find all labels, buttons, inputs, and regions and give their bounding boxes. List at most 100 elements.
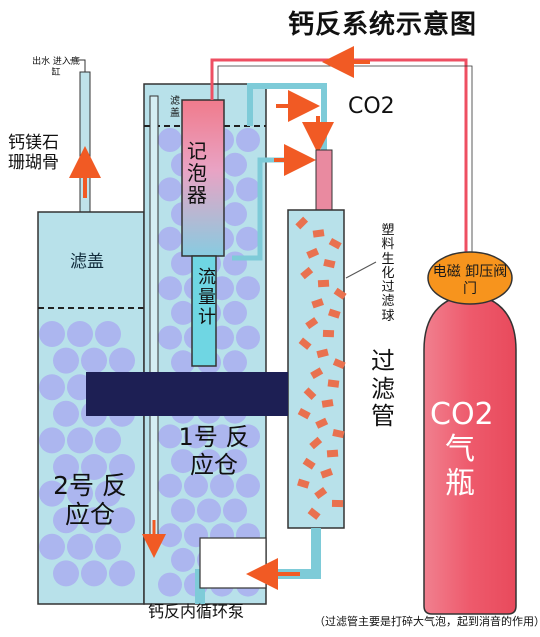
flow-meter-label: 流量计 [198,267,216,328]
media-ball [158,325,182,350]
media-ball [53,560,79,587]
filter-chip [327,379,340,388]
media-ball [95,533,121,560]
solenoid-valve-label: 电磁 卸压阀门 [432,264,508,297]
filter-chip [315,417,329,429]
media-ball [171,251,195,276]
media-ball [171,300,195,325]
media-ball [67,427,93,454]
filter-chip [332,429,345,439]
footnote: （过滤管主要是打碎大气泡，起到消音的作用） [314,615,540,628]
media-ball [236,276,260,301]
media-ball [158,177,182,202]
media-ball [197,498,221,523]
filter-chip [326,449,339,458]
filter-chip [300,266,314,280]
filter-chip [331,499,344,508]
filter-chip [328,308,341,319]
media-ball [158,473,182,498]
media-ball [197,449,221,474]
filter-chip [295,216,309,230]
filter-chip [307,507,321,520]
media-ball [236,177,260,202]
coral-media-label: 钙镁石 珊瑚骨 [8,133,59,174]
media-ball [236,226,260,251]
media-ball [67,480,93,507]
media-ball [223,152,247,177]
filter-chip [297,408,311,420]
filter-chip [309,436,323,450]
media-ball [39,374,65,401]
media-ball [109,454,135,480]
pump-return-pipe [195,528,321,604]
redaction-bar [86,372,288,416]
filter-chip [322,329,335,338]
outlet-label: 出水 进入底缸 [32,57,80,79]
filter-chip [320,468,334,479]
flow-meter [191,255,217,367]
bubble-counter-label: 记泡器 [187,139,207,207]
media-ball [223,202,247,227]
media-ball [95,427,121,454]
media-ball [236,325,260,350]
media-ball [223,350,247,375]
media-ball [236,128,260,152]
filter-chip [311,298,324,309]
media-ball [95,480,121,507]
media-ball [223,300,247,325]
media-ball [236,473,260,498]
filter-media-label: 塑料生化过滤球 [381,223,395,324]
filter-chip [314,487,328,500]
media-ball [171,350,195,375]
media-ball [158,572,182,597]
filter-chip [297,478,310,489]
filter-chip [298,337,312,350]
media-ball [67,533,93,560]
filter-chip [317,279,330,288]
media-ball [223,251,247,276]
media-ball [39,480,65,507]
filter-chip [321,399,334,408]
media-ball [210,473,234,498]
solenoid-valve [427,251,513,305]
filter-chip [310,367,324,379]
lid-label-left: 滤盖 [70,252,104,272]
co2-supply-pipe [210,46,473,258]
media-ball [223,498,247,523]
filter-chip [305,317,319,330]
media-ball [210,424,234,449]
media-ball [53,400,79,427]
reactor-1-label: 1号 反应仓 [178,423,250,479]
media-ball [158,424,182,449]
media-ball [53,454,79,480]
diagram-title: 钙反系统示意图 [288,10,478,40]
co2-cylinder-label: CO2 气 瓶 [430,397,494,501]
media-ball [171,498,195,523]
media-ball [109,560,135,587]
media-ball [39,533,65,560]
outlet-pipe [69,59,101,213]
media-ball [184,473,208,498]
media-ball [236,424,260,449]
filter-tube [287,209,377,529]
filter-chip [323,258,336,269]
filter-tube-label: 过滤管 [371,347,395,431]
media-ball [81,347,107,374]
filter-chip [316,348,329,359]
co2-pipe-label: CO2 [348,94,395,119]
reactor-2-label: 2号 反应仓 [53,471,127,529]
media-ball [109,507,135,534]
media-ball [53,507,79,534]
media-ball [67,321,93,347]
filter-chip [303,387,317,401]
filter-chip [302,457,316,470]
media-ball [39,321,65,347]
filter-chip [333,287,347,300]
media-ball [158,128,182,152]
filter-media-chips [295,216,347,520]
media-ball [171,547,195,572]
filter-chip [312,229,325,238]
media-ball [171,449,195,474]
media-ball [95,321,121,347]
